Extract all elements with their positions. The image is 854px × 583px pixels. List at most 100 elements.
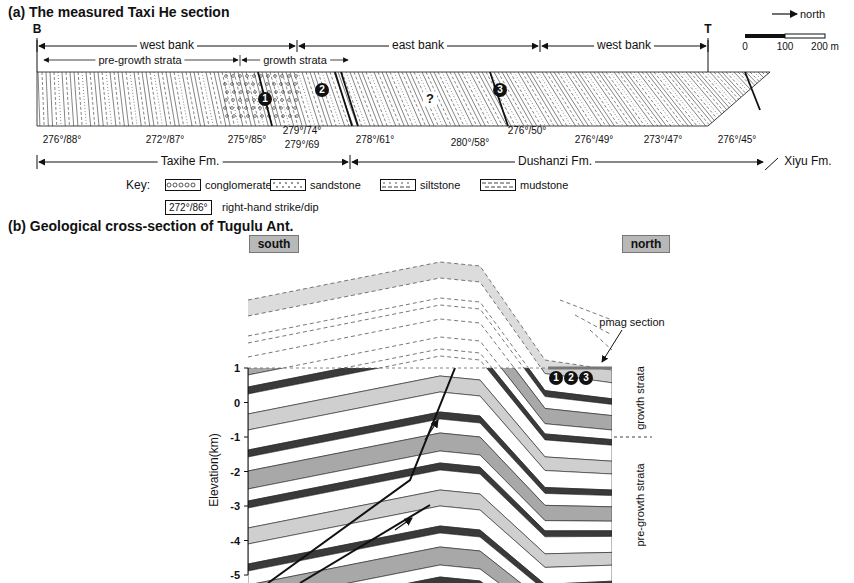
legend-sample (380, 179, 416, 191)
thrust-fault (300, 505, 430, 583)
bedding (278, 72, 294, 126)
bedding (670, 72, 714, 126)
bedding (498, 72, 528, 126)
grain (401, 182, 402, 183)
bedding (506, 72, 537, 126)
label: -3 (230, 500, 240, 513)
bedding (490, 72, 520, 126)
eroded-boundary (248, 278, 612, 368)
bedding (746, 72, 798, 126)
label: Elevation(km) (208, 433, 222, 506)
grain (276, 186, 278, 188)
pebble (287, 107, 290, 110)
label: T (704, 23, 711, 37)
legend-sample (480, 179, 516, 191)
bedding (94, 72, 99, 126)
node-text: south (258, 237, 291, 251)
label: Dushanzi Fm. (515, 155, 595, 169)
bedding (418, 72, 443, 126)
bedding (530, 72, 563, 126)
bedding (126, 72, 133, 126)
bedding (242, 72, 256, 126)
bedding (750, 72, 803, 126)
bedding (674, 72, 719, 126)
label: 0 (234, 396, 240, 409)
grain (395, 182, 396, 183)
pebble (288, 75, 291, 78)
bedding (654, 72, 697, 126)
pebble (294, 83, 297, 86)
callout-number: 3 (493, 83, 507, 97)
bedding (646, 72, 688, 126)
fault (258, 72, 272, 126)
grain (288, 186, 290, 188)
pebble (281, 99, 284, 102)
direction-box: south (249, 235, 300, 253)
dash (488, 183, 492, 184)
bedding (310, 72, 328, 126)
label: west bank (137, 39, 197, 53)
legend-sample (165, 179, 201, 191)
dash (506, 183, 510, 184)
eroded-boundary (248, 337, 612, 368)
bedding (546, 72, 580, 126)
bedding (354, 72, 374, 126)
axis-tick (244, 402, 248, 403)
pebble (225, 75, 228, 78)
eroded-boundary (248, 298, 612, 368)
bedding (318, 72, 336, 126)
grain (279, 182, 281, 184)
dash (485, 187, 489, 188)
bedding (194, 72, 205, 126)
pebble (233, 115, 236, 118)
pebble (240, 115, 243, 118)
bedding (422, 72, 447, 126)
pebble (282, 115, 285, 118)
label: 276°/50° (508, 125, 547, 137)
section-end (708, 38, 709, 72)
pebble (225, 99, 228, 102)
label: Key: (126, 179, 150, 193)
pebble (254, 91, 257, 94)
sample-frame (166, 180, 201, 191)
legend-text: siltstone (420, 179, 460, 191)
bedding (86, 72, 91, 126)
bedding (702, 72, 750, 126)
strata-divider (614, 437, 652, 438)
pebble (275, 115, 278, 118)
ground-surface (248, 368, 612, 369)
bedding (70, 72, 74, 126)
bedding (154, 72, 162, 126)
bedding (130, 72, 137, 126)
fault (490, 72, 508, 126)
pebble (296, 115, 299, 118)
bedding (722, 72, 772, 126)
bedding (706, 72, 754, 126)
pebble (231, 83, 234, 86)
bedding (158, 72, 167, 126)
pebble (185, 183, 189, 187)
bedding (290, 72, 306, 126)
bedding (162, 72, 171, 126)
bedding (526, 72, 558, 126)
eroded-layers (248, 262, 612, 368)
label: 100 (777, 41, 794, 53)
pebble (253, 99, 256, 102)
tick (350, 155, 351, 169)
bedding (502, 72, 533, 126)
dash (500, 183, 504, 184)
tick (297, 40, 298, 52)
leader (602, 330, 622, 362)
tick (540, 40, 541, 52)
node-text: 1 (553, 372, 559, 383)
label: west bank (594, 39, 654, 53)
thrust-fault (268, 368, 455, 583)
node-text: north (631, 237, 662, 251)
callout-number: 1 (549, 371, 563, 385)
label: north (800, 8, 825, 21)
bedding (178, 72, 188, 126)
bedding (90, 72, 95, 126)
pebble (224, 83, 227, 86)
bedding (610, 72, 649, 126)
